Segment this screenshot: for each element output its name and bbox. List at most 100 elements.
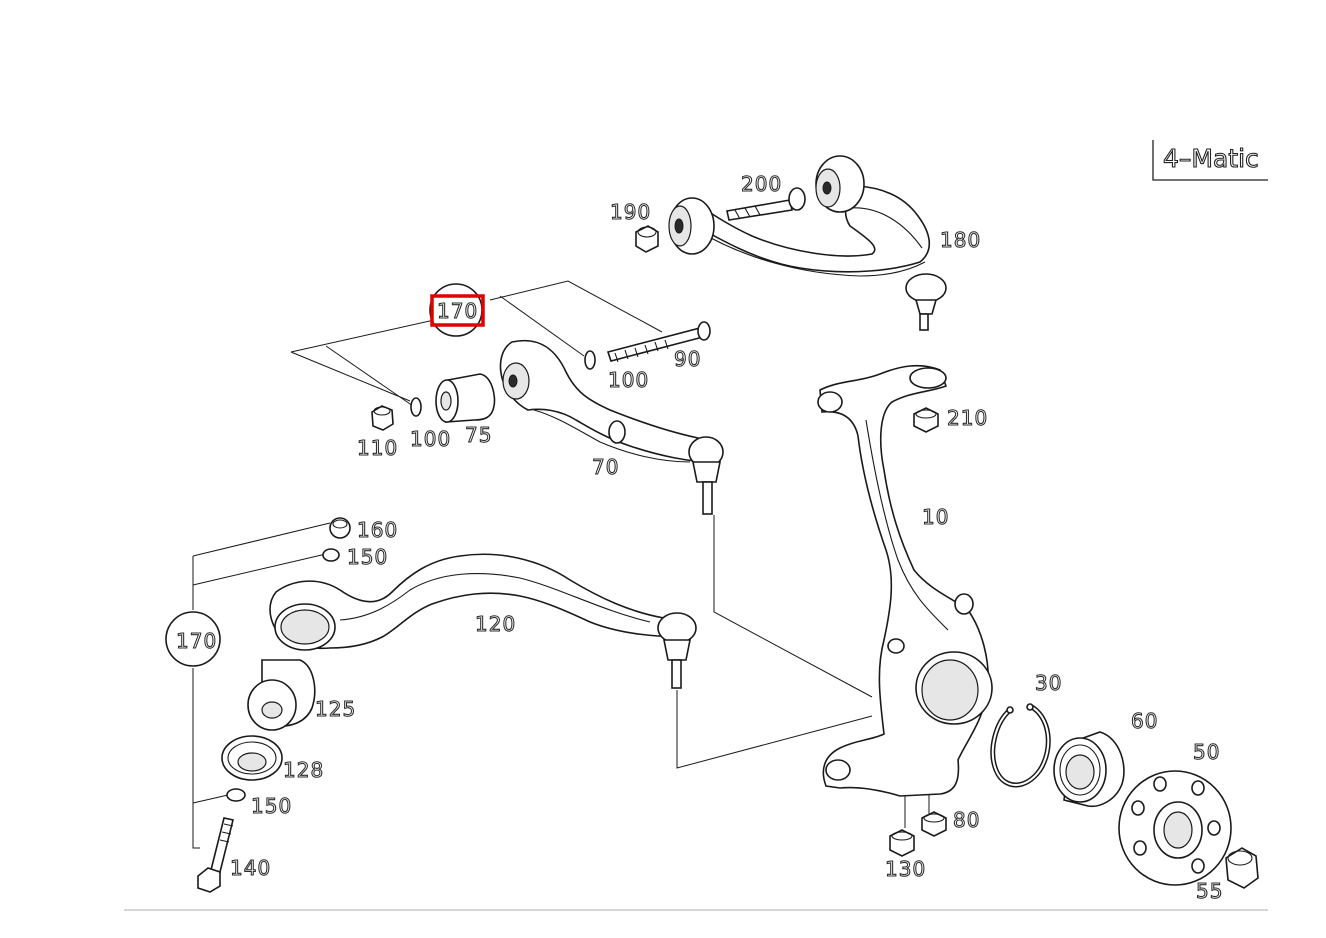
- lower-ball-joint-boot: [663, 639, 691, 661]
- upper-control-arm[interactable]: [668, 155, 947, 331]
- cap-128-ring: [227, 741, 277, 775]
- leader-170-to-110: [290, 351, 411, 402]
- wheel-hub-50[interactable]: [1118, 770, 1232, 886]
- callout-label-150-upper[interactable]: 150: [346, 544, 388, 569]
- nut-160-face: [332, 519, 348, 529]
- hub-50-stud-hole-3: [1207, 820, 1221, 836]
- bushing-75[interactable]: [435, 373, 496, 423]
- callout-label-50[interactable]: 50: [1192, 739, 1220, 764]
- leader-120-to-knuckle: [676, 690, 873, 769]
- knuckle-edge: [865, 419, 949, 631]
- callout-label-110[interactable]: 110: [356, 435, 398, 460]
- nut-130-body: [889, 829, 915, 857]
- upper-arm-edge: [699, 231, 926, 277]
- nut-80[interactable]: [921, 811, 947, 837]
- lower-control-arm[interactable]: [269, 553, 697, 689]
- leader-170-lower-bottom: [192, 668, 200, 849]
- lower-ball-joint-housing: [657, 612, 697, 644]
- nut-130[interactable]: [889, 829, 915, 857]
- bushing-75-body: [445, 373, 496, 423]
- strut-arm-bore: [508, 374, 518, 388]
- knuckle-bottom-eye: [825, 759, 851, 781]
- washer-150-upper[interactable]: [322, 548, 340, 562]
- strut-ball-joint-boot: [692, 461, 721, 483]
- axle-nut-55-body: [1225, 847, 1259, 889]
- callout-label-60[interactable]: 60: [1130, 708, 1158, 733]
- callout-label-90[interactable]: 90: [673, 346, 701, 371]
- leader-to-150a: [192, 553, 327, 586]
- washer-100-upper[interactable]: [584, 350, 596, 370]
- bolt-90-head: [697, 321, 711, 341]
- upper-ball-joint-housing: [905, 273, 947, 303]
- leader-170-to-100: [325, 345, 414, 407]
- callout-label-100-upper[interactable]: 100: [607, 367, 649, 392]
- hub-50-stud-hole-2: [1191, 780, 1205, 796]
- leader-170-to-100b: [499, 295, 585, 357]
- axle-nut-55[interactable]: [1225, 847, 1259, 889]
- upper-ball-joint-stud: [919, 313, 929, 331]
- circlip-30[interactable]: [990, 703, 1051, 788]
- cap-128-core: [237, 752, 267, 772]
- washer-150-lower[interactable]: [226, 788, 246, 802]
- callout-label-170-upper[interactable]: 170: [436, 298, 478, 323]
- callout-label-10[interactable]: 10: [921, 504, 949, 529]
- callout-label-120[interactable]: 120: [474, 611, 516, 636]
- hub-50-center: [1163, 811, 1193, 849]
- nut-160[interactable]: [329, 517, 351, 539]
- washer-100-lower[interactable]: [410, 397, 422, 417]
- callout-170-circle-lower: [165, 611, 221, 667]
- steering-knuckle[interactable]: [817, 364, 993, 797]
- nut-190[interactable]: [635, 225, 659, 253]
- bolt-90[interactable]: [606, 321, 711, 363]
- callout-label-170-lower[interactable]: 170: [175, 628, 217, 653]
- nut-130-face: [891, 831, 913, 841]
- hub-50-stud-hole-4: [1191, 858, 1205, 874]
- bushing-125[interactable]: [247, 659, 316, 731]
- nut-110[interactable]: [371, 405, 394, 431]
- knuckle-arm-eye: [817, 391, 843, 413]
- bolt-200-thread: [734, 205, 761, 220]
- callout-label-30[interactable]: 30: [1034, 670, 1062, 695]
- callout-label-80[interactable]: 80: [952, 807, 980, 832]
- knuckle-lower-hole: [887, 638, 905, 654]
- strut-arm-hole: [608, 420, 626, 444]
- cap-128[interactable]: [221, 735, 283, 781]
- callout-label-160[interactable]: 160: [356, 517, 398, 542]
- nut-210[interactable]: [913, 407, 939, 433]
- bolt-140-thread: [219, 823, 234, 843]
- nut-190-body: [635, 225, 659, 253]
- nut-210-face: [915, 409, 937, 419]
- strut-ball-joint-stud: [702, 481, 713, 515]
- upper-arm-front-bore: [674, 218, 684, 234]
- circlip-30-eye-b: [1006, 706, 1014, 714]
- nut-80-face: [923, 813, 945, 823]
- bushing-125-core: [261, 701, 283, 719]
- callout-label-100-lower[interactable]: 100: [409, 426, 451, 451]
- callout-label-210[interactable]: 210: [946, 405, 988, 430]
- bolt-200[interactable]: [726, 187, 806, 221]
- callout-label-150-lower[interactable]: 150: [250, 793, 292, 818]
- callout-label-130[interactable]: 130: [884, 856, 926, 881]
- leader-to-160: [192, 522, 331, 557]
- bolt-140[interactable]: [197, 817, 234, 893]
- nut-110-face: [373, 406, 391, 416]
- wheel-bearing-60[interactable]: [1053, 731, 1125, 808]
- knuckle-boss: [954, 593, 974, 615]
- callout-label-180[interactable]: 180: [939, 227, 981, 252]
- knuckle-top-eye: [909, 367, 947, 389]
- lower-arm-body: [269, 553, 693, 650]
- callout-label-70[interactable]: 70: [591, 454, 619, 479]
- hub-50-stud-hole-6: [1131, 800, 1145, 816]
- callout-label-190[interactable]: 190: [609, 199, 651, 224]
- knuckle-bearing-seat: [921, 659, 979, 721]
- bearing-60-bore: [1065, 754, 1095, 790]
- strut-arm-edge: [533, 409, 691, 463]
- callout-label-200[interactable]: 200: [740, 171, 782, 196]
- callout-label-128[interactable]: 128: [282, 757, 324, 782]
- callout-label-55[interactable]: 55: [1195, 878, 1223, 903]
- tension-strut-arm[interactable]: [499, 339, 724, 515]
- callout-label-140[interactable]: 140: [229, 855, 271, 880]
- callout-label-75[interactable]: 75: [464, 422, 492, 447]
- callout-label-125[interactable]: 125: [314, 696, 356, 721]
